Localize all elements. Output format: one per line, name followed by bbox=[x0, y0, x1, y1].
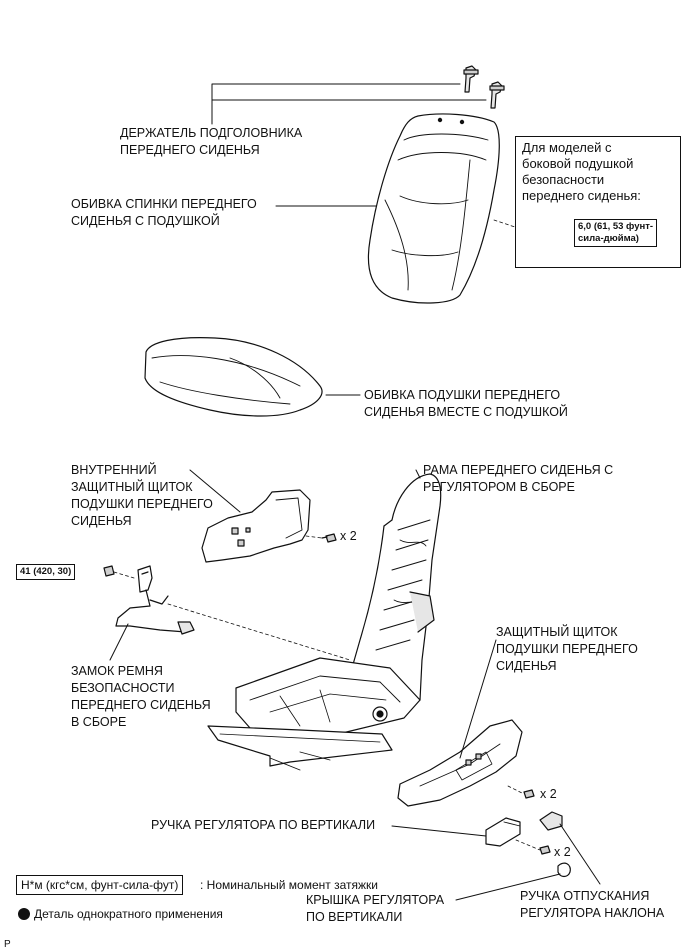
legend-unit-text: : Номинальный момент затяжки bbox=[200, 878, 378, 892]
label-buckle: ЗАМОК РЕМНЯ БЕЗОПАСНОСТИ ПЕРЕДНЕГО СИДЕН… bbox=[71, 664, 211, 729]
label-vertical-knob: РУЧКА РЕГУЛЯТОРА ПО ВЕРТИКАЛИ bbox=[151, 818, 376, 832]
label-headrest-holder: ДЕРЖАТЕЛЬ ПОДГОЛОВНИКА ПЕРЕДНЕГО СИДЕНЬЯ bbox=[120, 126, 303, 157]
buckle-part bbox=[115, 565, 195, 635]
seat-frame-leader bbox=[415, 469, 421, 479]
multiplier-inner-shield: x 2 bbox=[340, 529, 357, 543]
buckle-dash bbox=[113, 571, 351, 661]
seatback-cover-part bbox=[367, 113, 500, 304]
legend-single-use-text: Деталь однократного применения bbox=[34, 907, 223, 921]
buckle-bolt bbox=[103, 565, 115, 577]
outer-shield-dash bbox=[507, 785, 525, 795]
headrest-holder-parts bbox=[463, 65, 505, 109]
inner-shield-part bbox=[201, 489, 311, 563]
seat-frame-part bbox=[207, 473, 442, 771]
inner-shield-screw bbox=[321, 533, 337, 543]
headrest-holder-leader bbox=[211, 83, 487, 125]
vertical-knob-screw bbox=[539, 845, 551, 855]
label-recline-knob: РУЧКА ОТПУСКАНИЯ РЕГУЛЯТОРА НАКЛОНА bbox=[520, 889, 665, 920]
inner-shield-dash bbox=[305, 535, 323, 539]
label-inner-shield: ВНУТРЕННИЙ ЗАЩИТНЫЙ ЩИТОК ПОДУШКИ ПЕРЕДН… bbox=[71, 463, 213, 528]
buckle-leader bbox=[109, 623, 129, 661]
airbag-torque-value: 6,0 (61, 53 фунт- сила-дюйма) bbox=[574, 219, 658, 247]
cushion-cover-part bbox=[144, 337, 323, 417]
outer-shield-part bbox=[397, 719, 523, 807]
outer-shield-screw bbox=[523, 789, 535, 799]
vertical-knob-leader bbox=[391, 825, 487, 837]
multiplier-outer-shield: x 2 bbox=[540, 787, 557, 801]
label-vertical-cover: КРЫШКА РЕГУЛЯТОРА ПО ВЕРТИКАЛИ bbox=[306, 893, 445, 924]
airbag-note-box: Для моделей с боковой подушкой безопасно… bbox=[515, 136, 681, 268]
label-seatback-cover: ОБИВКА СПИНКИ ПЕРЕДНЕГО СИДЕНЬЯ С ПОДУШК… bbox=[71, 197, 257, 228]
label-cushion-cover: ОБИВКА ПОДУШКИ ПЕРЕДНЕГО СИДЕНЬЯ ВМЕСТЕ … bbox=[364, 388, 568, 419]
vertical-knob-dash bbox=[515, 839, 541, 851]
legend-single-use: Деталь однократного применения bbox=[18, 906, 223, 922]
inner-shield-leader bbox=[189, 469, 241, 513]
vertical-knob-part bbox=[485, 817, 521, 847]
label-seat-frame: РАМА ПЕРЕДНЕГО СИДЕНЬЯ С РЕГУЛЯТОРОМ В С… bbox=[423, 463, 614, 494]
airbag-note-text: Для моделей с боковой подушкой безопасно… bbox=[522, 140, 641, 203]
vertical-cover-leader bbox=[455, 873, 561, 901]
multiplier-vertical-knob: x 2 bbox=[554, 845, 571, 859]
outer-shield-leader bbox=[459, 639, 497, 759]
legend-unit-box: Н*м (кгс*см, фунт-сила-фут) bbox=[16, 875, 184, 895]
recline-knob-leader bbox=[559, 823, 601, 885]
recline-knob-part bbox=[539, 811, 563, 831]
label-outer-shield: ЗАЩИТНЫЙ ЩИТОК ПОДУШКИ ПЕРЕДНЕГО СИДЕНЬЯ bbox=[496, 625, 638, 673]
corner-mark: P bbox=[4, 939, 11, 950]
single-use-bullet-icon bbox=[18, 908, 30, 920]
buckle-torque-value: 41 (420, 30) bbox=[16, 564, 76, 580]
vertical-cover-part bbox=[557, 862, 571, 878]
